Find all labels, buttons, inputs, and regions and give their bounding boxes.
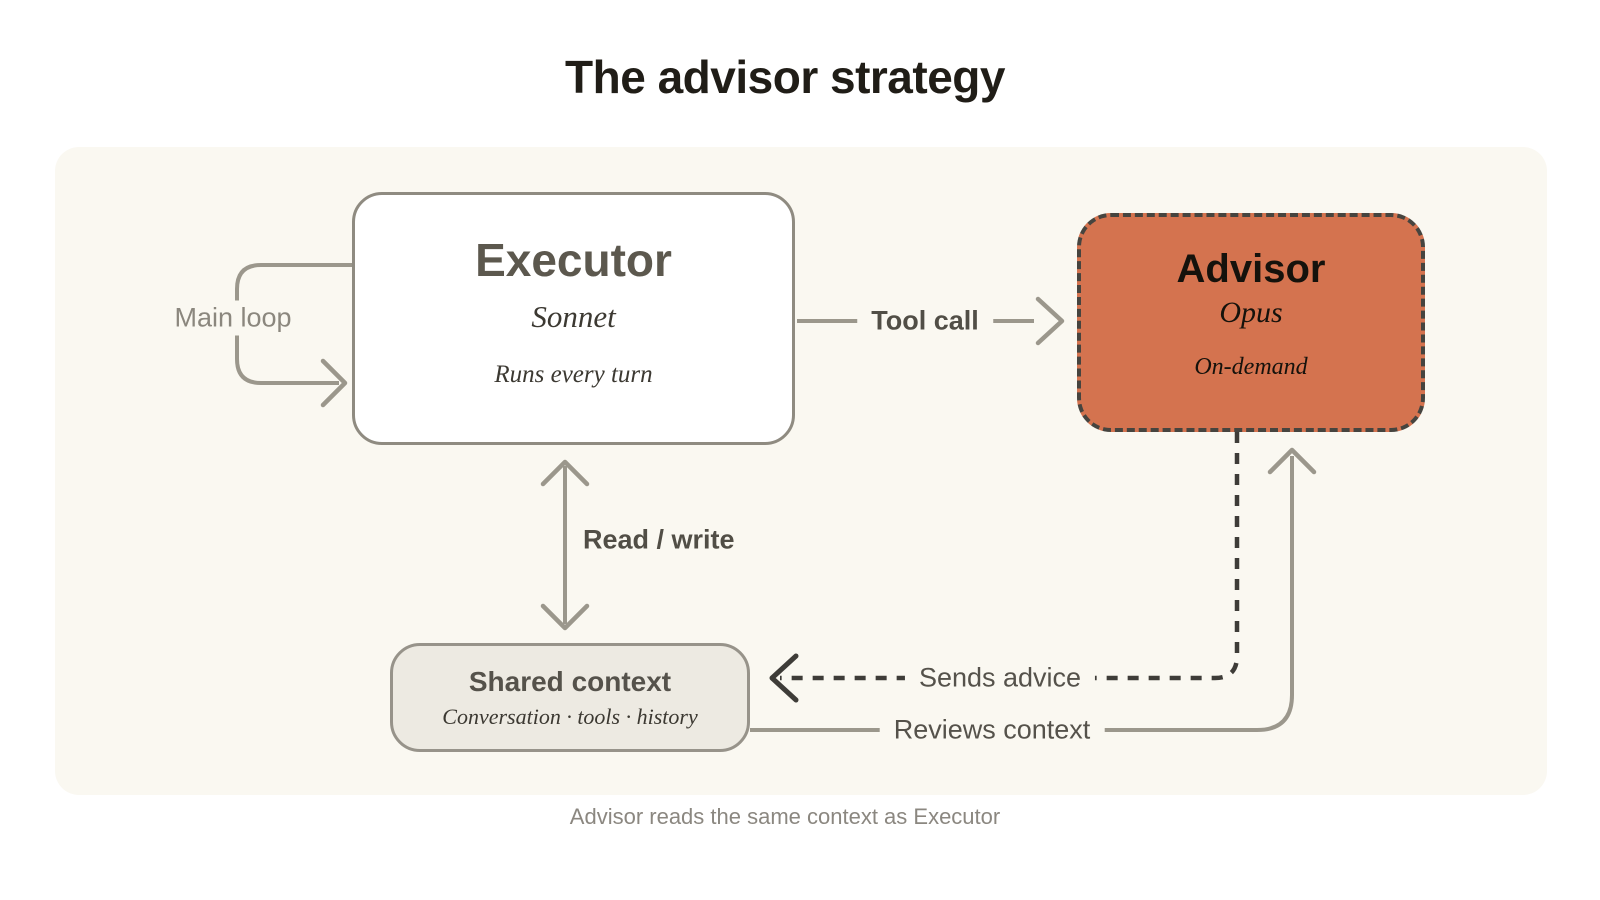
read-write-arrowhead-down-icon [540, 603, 590, 631]
diagram-panel: Executor Sonnet Runs every turn Advisor … [55, 147, 1547, 795]
advisor-note: On-demand [1194, 354, 1308, 380]
page-title: The advisor strategy [565, 51, 1005, 103]
advisor-title: Advisor [1176, 247, 1326, 291]
shared-context-subtitle: Conversation · tools · history [442, 703, 698, 729]
main-loop-arrowhead-icon [320, 358, 348, 408]
shared-context-node: Shared context Conversation · tools · hi… [390, 643, 750, 752]
reviews-context-arrowhead-icon [1267, 447, 1317, 475]
main-loop-label: Main loop [160, 300, 306, 336]
read-write-label: Read / write [583, 524, 735, 555]
executor-subtitle: Sonnet [531, 299, 616, 334]
read-write-arrowhead-up-icon [540, 459, 590, 487]
sends-advice-arrow [780, 432, 1240, 681]
connector-layer [235, 263, 1317, 732]
sends-advice-label: Sends advice [904, 660, 1096, 696]
sends-advice-arrowhead-icon [769, 653, 799, 703]
diagram-caption: Advisor reads the same context as Execut… [569, 804, 1001, 829]
shared-context-title: Shared context [468, 665, 672, 697]
executor-title: Executor [475, 234, 672, 286]
executor-note: Runs every turn [494, 361, 653, 388]
advisor-node: Advisor Opus On-demand [1077, 213, 1425, 432]
advisor-subtitle: Opus [1219, 296, 1283, 329]
tool-call-arrowhead-icon [1035, 296, 1065, 346]
reviews-context-label: Reviews context [879, 712, 1105, 748]
reviews-context-arrow [750, 456, 1294, 732]
tool-call-label: Tool call [857, 303, 993, 339]
executor-node: Executor Sonnet Runs every turn [352, 192, 795, 445]
